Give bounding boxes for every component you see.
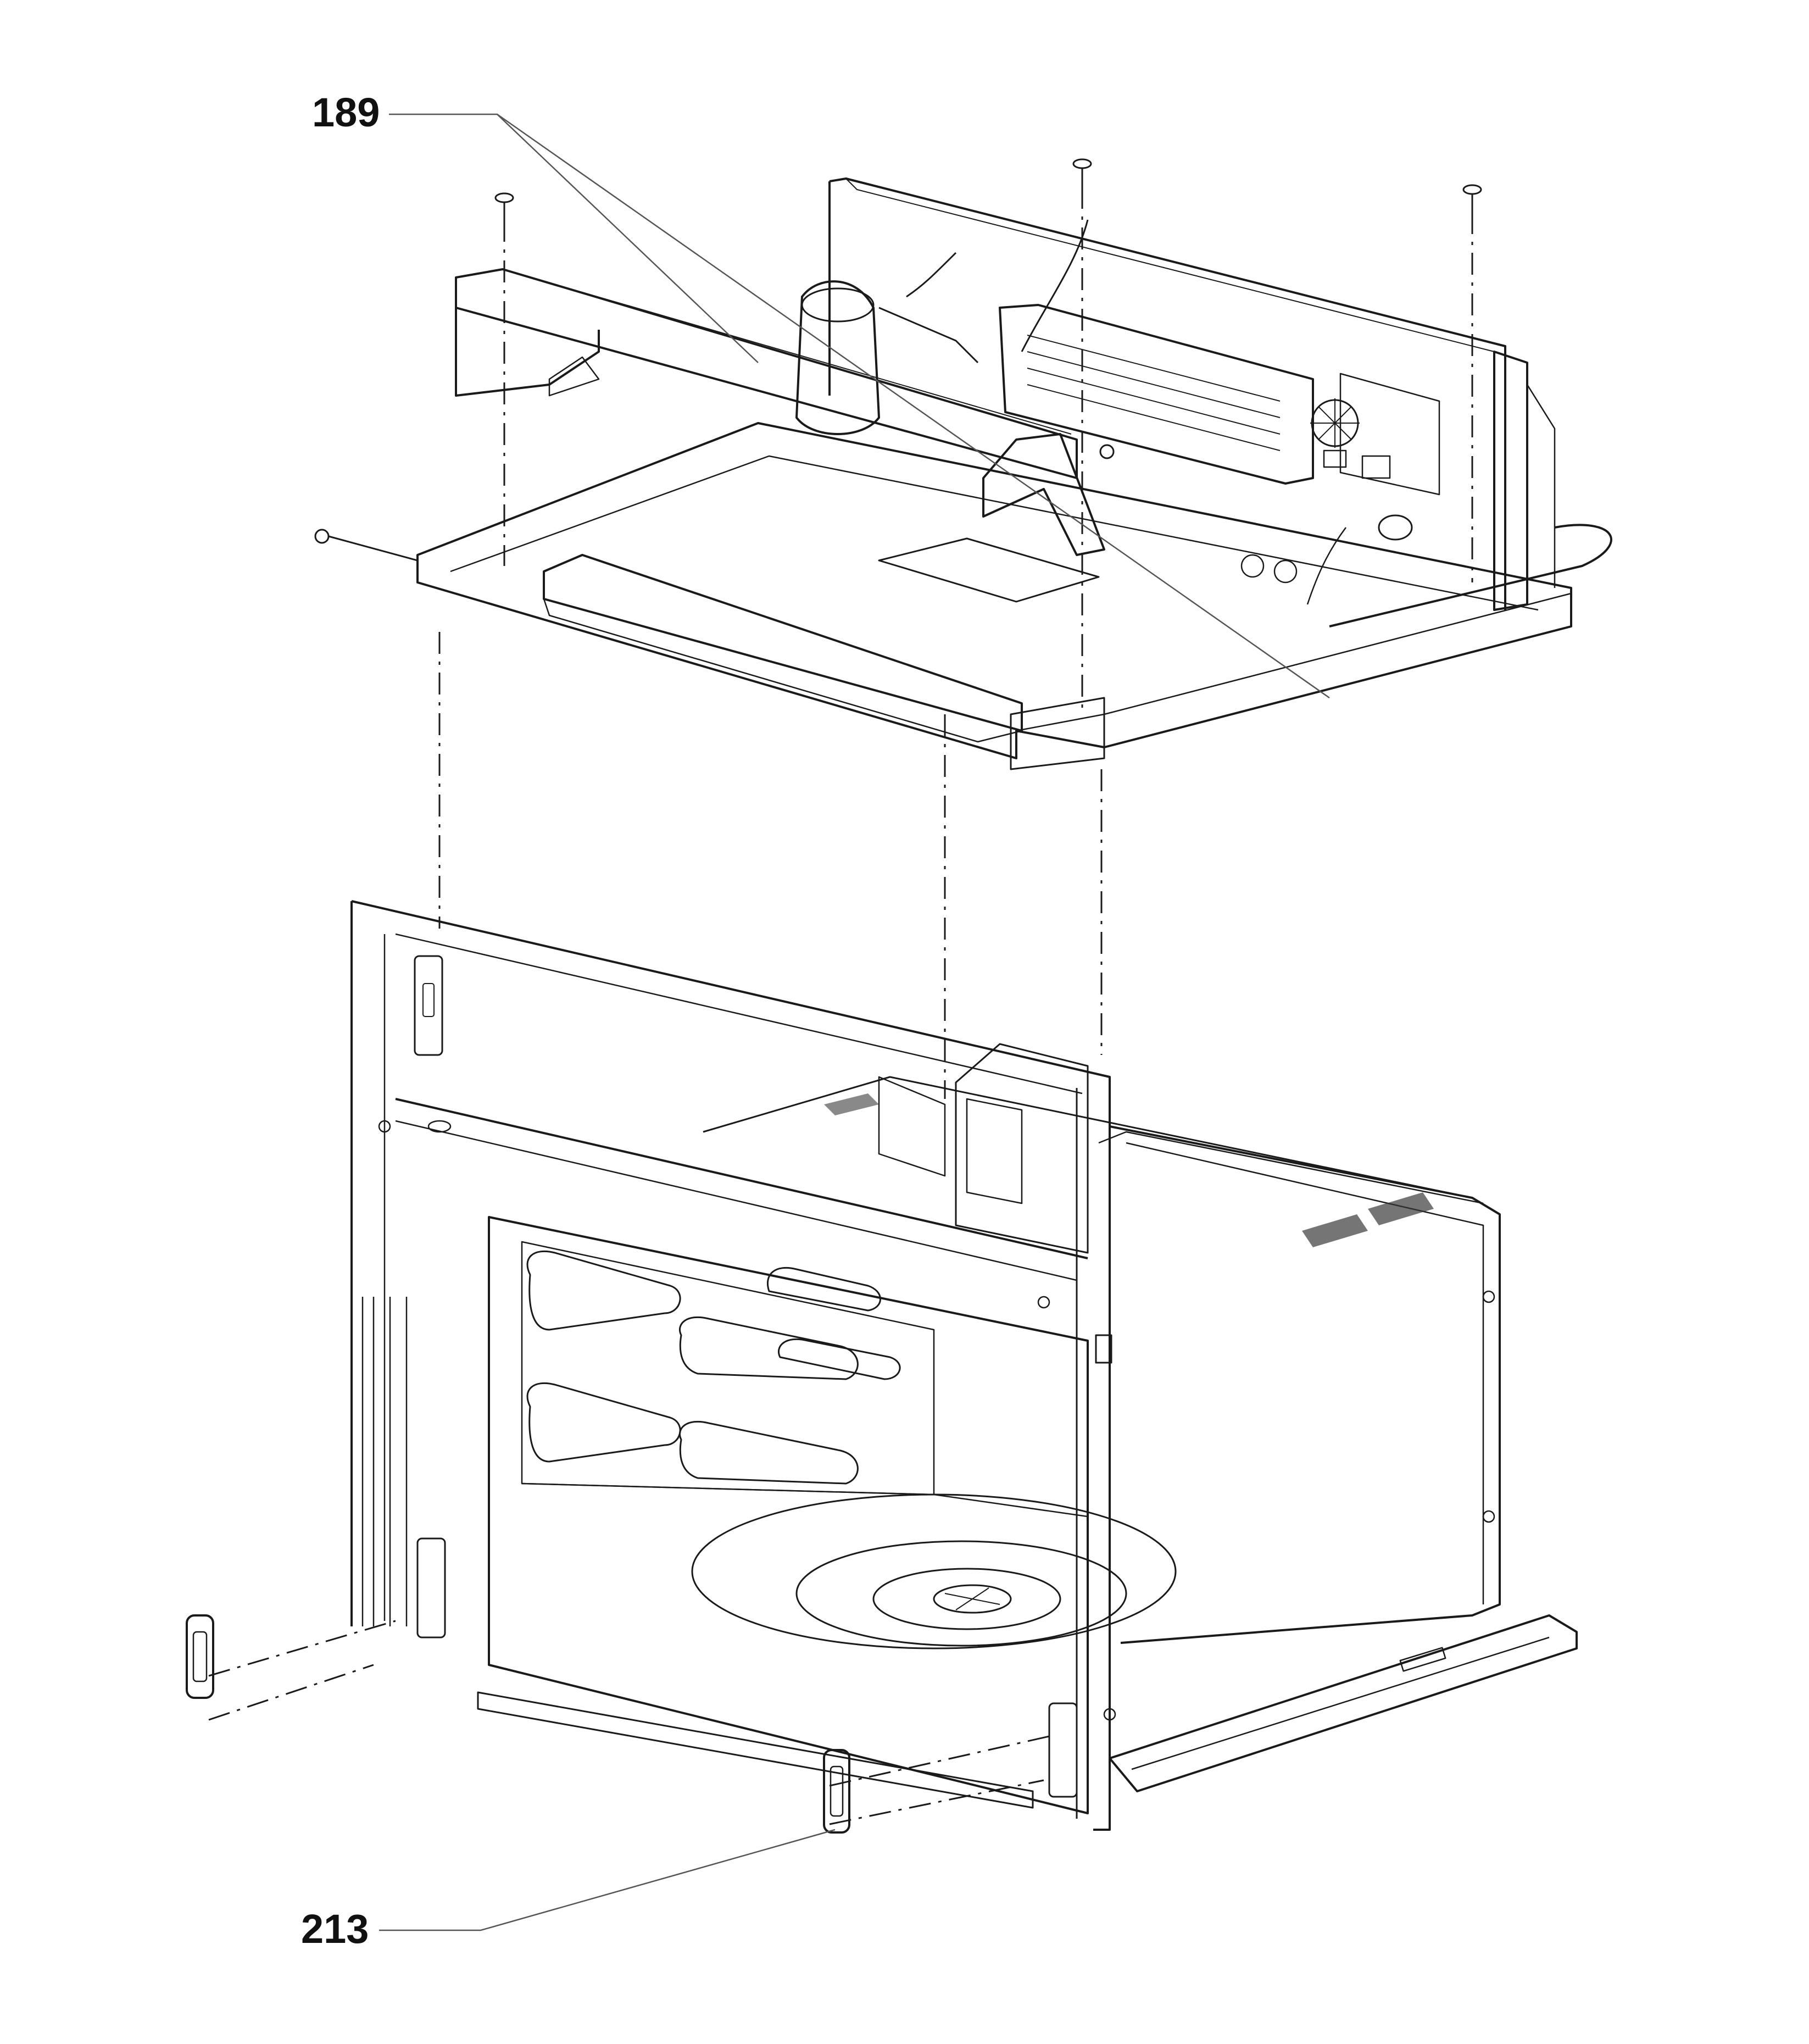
oval-hole xyxy=(427,1120,452,1133)
relay xyxy=(1323,449,1347,468)
hole-2 xyxy=(1037,1296,1050,1309)
hole-3 xyxy=(1482,1290,1495,1303)
guide-foot-left xyxy=(208,1620,396,1677)
top-bracket-assembly xyxy=(416,177,1612,770)
upper-hinge-slot xyxy=(414,955,443,1056)
leader-189-branch xyxy=(497,113,1330,699)
turntable-hub xyxy=(933,1584,1012,1614)
door-latch xyxy=(1095,1334,1112,1364)
feet xyxy=(186,1614,850,1834)
screw-right xyxy=(1462,184,1482,212)
foot-center xyxy=(823,1749,850,1834)
base-plate xyxy=(416,422,1572,759)
cavity-top-panel xyxy=(1098,1131,1484,1204)
screw-center xyxy=(1072,158,1092,187)
gear-teeth xyxy=(1310,398,1360,448)
right-post xyxy=(1493,351,1528,611)
guide-foot-left-2 xyxy=(208,1664,374,1721)
foot-left xyxy=(186,1614,214,1699)
front-rail xyxy=(1010,697,1105,770)
cavity-floor-edge xyxy=(521,1482,1088,1518)
wire-2 xyxy=(906,252,957,298)
lower-hinge-slot xyxy=(416,1537,446,1638)
base-tray-inner xyxy=(1131,1636,1550,1770)
base-plate-front-lip xyxy=(1016,592,1572,732)
front-lower-rail xyxy=(477,1691,1034,1809)
waveguide-box xyxy=(955,1043,1089,1254)
right-post-face xyxy=(1526,384,1556,588)
right-hinge-slot xyxy=(1048,1702,1078,1798)
base-plate-inner-edge xyxy=(450,455,1539,611)
power-cord xyxy=(1329,524,1612,627)
wire-3 xyxy=(1306,527,1347,605)
guide-foot-right xyxy=(829,1735,1050,1787)
cavity-top xyxy=(703,1076,1473,1199)
motor-body xyxy=(795,280,880,435)
rib-lower-right xyxy=(679,1420,859,1485)
turntable-middle xyxy=(795,1540,1127,1647)
blower-housing xyxy=(999,304,1314,485)
front-frame-outer xyxy=(351,900,1111,1831)
vent-grille-3 xyxy=(824,1093,879,1115)
back-wall-top xyxy=(845,178,1495,352)
relay-2 xyxy=(1361,455,1391,479)
vent-grilles xyxy=(824,1093,1434,1247)
base-tray xyxy=(1109,1614,1578,1792)
upper-hinge-slot-inner xyxy=(422,983,435,1017)
turntable-outer xyxy=(691,1493,1177,1649)
left-bracket-tab xyxy=(548,356,600,397)
motor-cap xyxy=(801,287,875,323)
callout-label-213: 213 xyxy=(301,1906,369,1952)
turntable-hub-spokes xyxy=(944,1587,1000,1610)
beam-support-leg xyxy=(982,433,1105,556)
assembly-guides xyxy=(208,187,1473,1825)
hole-1 xyxy=(378,1120,391,1133)
screw-front xyxy=(1099,444,1115,459)
vent-grille-1 xyxy=(1302,1214,1368,1247)
top-screws xyxy=(314,158,1482,562)
rib-upper-left xyxy=(526,1250,681,1331)
cavity-right-side-inner xyxy=(1126,1142,1484,1604)
turntable-inner xyxy=(872,1568,1061,1630)
left-rail xyxy=(543,554,1023,732)
waveguide-box-face xyxy=(966,1098,1023,1204)
leader-lines xyxy=(379,113,1330,1931)
base-tray-slot xyxy=(1399,1647,1446,1672)
blower-louver-4 xyxy=(1027,384,1281,451)
blower-louver-1 xyxy=(1027,335,1281,402)
cavity-opening xyxy=(488,1216,1089,1814)
motor-shaft xyxy=(878,307,979,364)
grommet xyxy=(1378,514,1413,541)
blower-louver-2 xyxy=(1027,351,1281,418)
screw-side xyxy=(314,529,418,562)
diagonal-beam xyxy=(455,268,1078,479)
screw-left xyxy=(494,192,514,220)
blower-louver-3 xyxy=(1027,368,1281,435)
leader-213 xyxy=(379,1829,836,1931)
waveguide-duct xyxy=(878,1076,946,1177)
thermostat-1 xyxy=(1240,554,1265,578)
hole-5 xyxy=(1103,1708,1116,1721)
rib-upper-mid xyxy=(679,1316,859,1380)
front-frame-top-inner xyxy=(395,933,1083,1095)
oven-cavity-assembly xyxy=(350,900,1578,1831)
thermostat-2 xyxy=(1273,559,1298,584)
left-rail-lower xyxy=(543,598,1022,743)
beam-edge xyxy=(502,269,1072,435)
rib-lower-left xyxy=(526,1382,681,1463)
rib-upper-far xyxy=(778,1338,901,1380)
leader-189 xyxy=(389,113,759,363)
control-board xyxy=(1339,373,1440,496)
hole-4 xyxy=(1482,1510,1495,1523)
rib-upper-right xyxy=(766,1267,881,1312)
back-wall xyxy=(829,177,1506,610)
frame-crossbar xyxy=(395,1098,1088,1259)
vent-grille-2 xyxy=(1368,1192,1434,1225)
center-cutout xyxy=(878,537,1100,603)
cavity-right-side xyxy=(1109,1125,1501,1644)
callout-label-189: 189 xyxy=(312,90,380,135)
frame-crossbar-lower xyxy=(395,1120,1077,1281)
